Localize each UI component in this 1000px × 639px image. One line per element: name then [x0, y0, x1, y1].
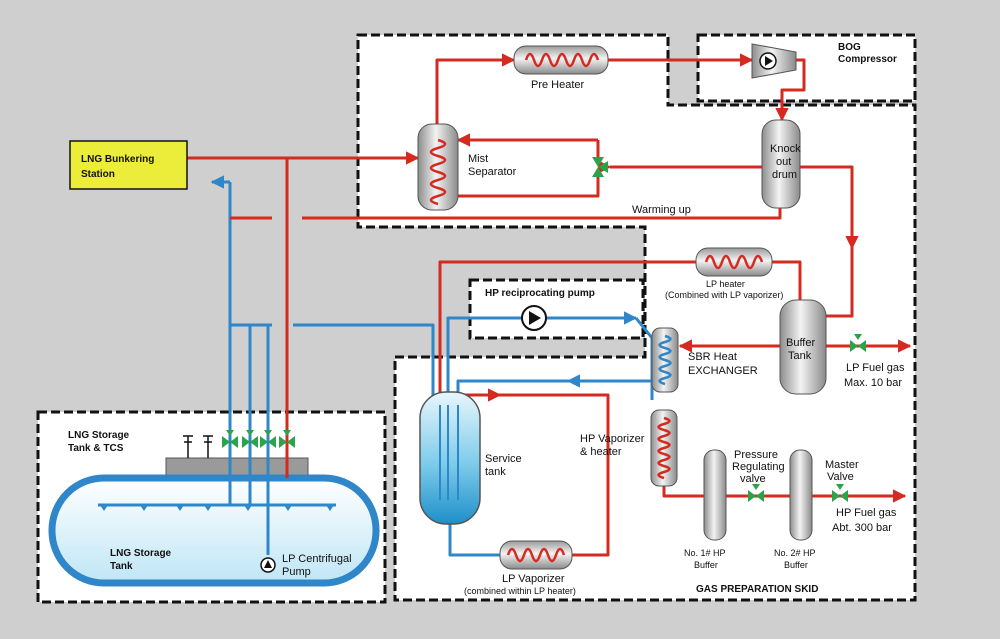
- gas-skid-label: GAS PREPARATION SKID: [696, 584, 818, 595]
- lng-storage-tank: [48, 474, 380, 587]
- buffer-tank-label-1: Buffer: [786, 337, 815, 349]
- hp-buffer-1-label-1: No. 1# HP: [684, 548, 726, 558]
- hp-buffer-1: [703, 449, 727, 541]
- prv-label-1: Pressure: [734, 449, 778, 461]
- prv-label-3: valve: [740, 473, 766, 485]
- master-valve-icon: [832, 484, 848, 502]
- mist-label-2: Separator: [468, 166, 517, 178]
- sbr-label-1: SBR Heat: [688, 351, 737, 363]
- lp-pump-arrow-icon: [264, 560, 272, 568]
- hp-fuel-label-1: HP Fuel gas: [836, 507, 897, 519]
- prv-label-2: Regulating: [732, 461, 785, 473]
- mist-separator: [417, 123, 459, 211]
- master-valve-label-1: Master: [825, 459, 859, 471]
- three-way-valve-icon: [592, 157, 608, 177]
- spray-nozzles: [100, 505, 334, 511]
- lp-heater-label-1: LP heater: [706, 279, 745, 289]
- knockout-label-1: Knock: [770, 143, 801, 155]
- hp-pump-arrow-icon: [529, 311, 541, 325]
- storage-tcs-label-2: Tank & TCS: [68, 443, 124, 454]
- storage-tcs-label-1: LNG Storage: [68, 430, 130, 441]
- compressor-arrow-icon: [765, 56, 773, 66]
- lp-fuel-label-1: LP Fuel gas: [846, 362, 905, 374]
- pre-heater-coil-icon: [524, 52, 600, 68]
- service-tank-pipes: [439, 405, 459, 500]
- storage-valve-4-icon: [279, 430, 295, 448]
- knockout-label-2: out: [776, 156, 791, 168]
- gas-lines: [186, 53, 912, 557]
- hp-vaporizer-coil-icon: [657, 416, 671, 480]
- lng-bunkering-station: [69, 140, 188, 190]
- knockout-label-3: drum: [772, 169, 797, 181]
- lp-vaporizer-coil-icon: [506, 547, 566, 563]
- master-valve-label-2: Valve: [827, 471, 854, 483]
- service-tank: [419, 391, 481, 525]
- buffer-tank: [779, 299, 827, 395]
- hp-pump-label: HP reciprocating pump: [485, 288, 595, 299]
- pre-heater-label: Pre Heater: [531, 79, 585, 91]
- buffer-tank-label-2: Tank: [788, 350, 812, 362]
- lp-pump-label-1: LP Centrifugal: [282, 553, 352, 565]
- storage-tank-label-2: Tank: [110, 561, 133, 572]
- bog-label-1: BOG: [838, 42, 861, 53]
- sbr-coil-icon: [658, 334, 672, 386]
- hp-vaporizer-label-2: & heater: [580, 446, 622, 458]
- lp-vaporizer-label-1: LP Vaporizer: [502, 573, 565, 585]
- mist-label-1: Mist: [468, 153, 488, 165]
- storage-tank-label-1: LNG Storage: [110, 548, 172, 559]
- knockout-drum: [761, 119, 801, 209]
- hp-fuel-label-2: Abt. 300 bar: [832, 522, 892, 534]
- service-tank-label-1: Service: [485, 453, 522, 465]
- relief-valve-icons: [183, 435, 213, 458]
- storage-valve-2-icon: [242, 430, 258, 448]
- pressure-regulating-valve-icon: [748, 484, 764, 502]
- lp-fuel-label-2: Max. 10 bar: [844, 377, 902, 389]
- bog-label-2: Compressor: [838, 54, 897, 65]
- hp-buffer-2: [789, 449, 813, 541]
- lp-vaporizer: [499, 540, 573, 570]
- bunkering-label-2: Station: [81, 169, 115, 180]
- hp-buffer-2-label-2: Buffer: [784, 560, 808, 570]
- bog-compressor-box: [696, 33, 917, 103]
- mist-separator-coil-icon: [429, 138, 447, 206]
- lp-vaporizer-label-2: (combined within LP heater): [464, 586, 576, 596]
- warming-up-label: Warming up: [632, 204, 691, 216]
- bunkering-label-1: LNG Bunkering: [81, 154, 154, 165]
- hp-vaporizer-label-1: HP Vaporizer: [580, 433, 645, 445]
- lp-heater: [695, 247, 773, 277]
- lp-pump-label-2: Pump: [282, 566, 311, 578]
- storage-valve-1-icon: [222, 430, 238, 448]
- service-tank-label-2: tank: [485, 466, 506, 478]
- lp-fuel-valve-icon: [850, 334, 866, 352]
- sbr-label-2: EXCHANGER: [688, 365, 758, 377]
- lp-heater-coil-icon: [704, 254, 764, 270]
- lp-heater-label-2: (Combined with LP vaporizer): [665, 290, 783, 300]
- storage-valve-3-icon: [260, 430, 276, 448]
- hp-buffer-2-label-1: No. 2# HP: [774, 548, 816, 558]
- hp-buffer-1-label-2: Buffer: [694, 560, 718, 570]
- green-valves: [222, 334, 866, 502]
- pre-heater: [513, 45, 609, 75]
- labels: LNG Bunkering Station Pre Heater BOG Com…: [68, 42, 905, 596]
